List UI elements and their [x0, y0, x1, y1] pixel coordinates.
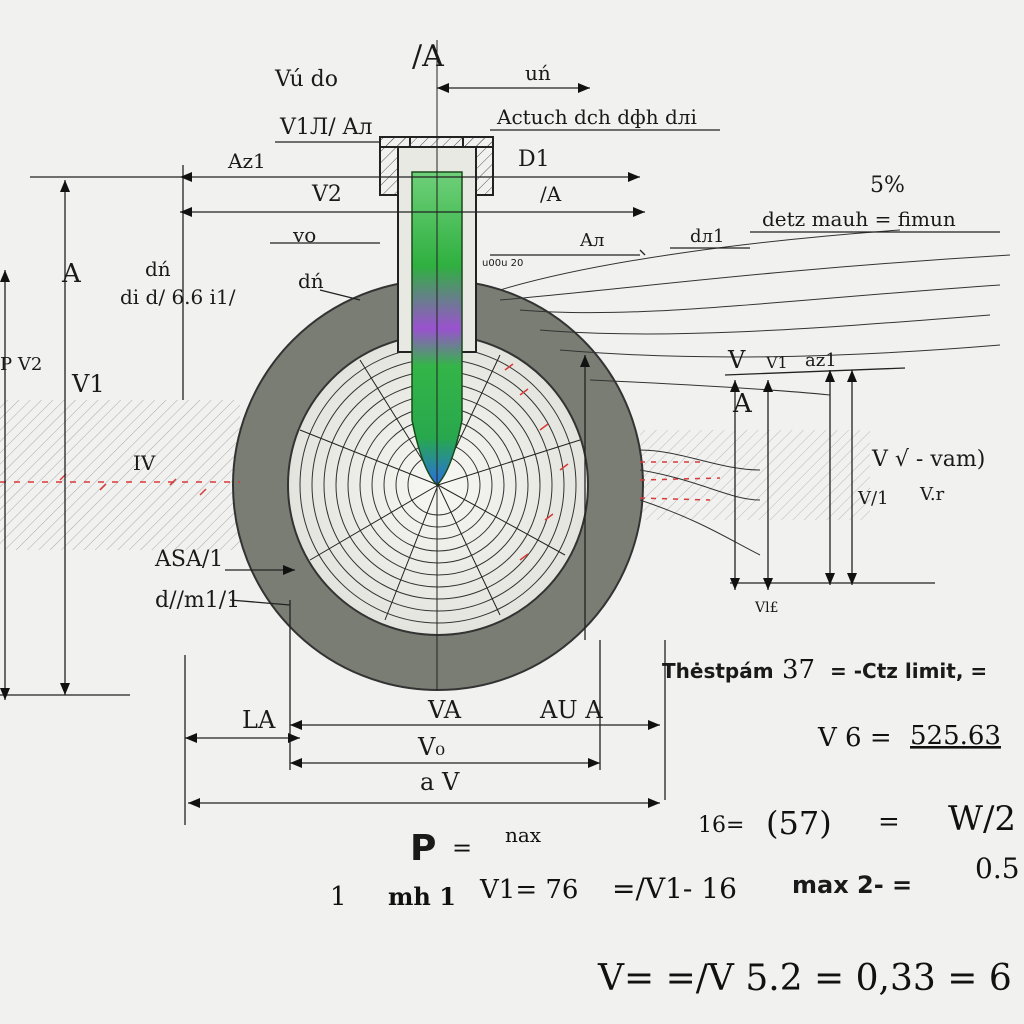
label-dml: d//m1/1 — [155, 588, 240, 613]
label-actuch: Actuch dch dфh dлi — [496, 105, 697, 129]
label-vo: vo — [292, 223, 316, 247]
right-hatch-band — [640, 430, 870, 520]
label-va: VA — [427, 696, 462, 724]
label-vu-do: Vú do — [274, 67, 338, 92]
label-five-pct: 5% — [870, 173, 905, 198]
label-di1: dл1 — [690, 226, 724, 247]
drawing-labels: /A Vú do uń V1Л/ Aл Actuch dch dфh dлi A… — [0, 39, 985, 796]
label-top-a: /A — [412, 39, 444, 74]
label-aua: AU A — [539, 696, 603, 724]
eq3-eq: = — [878, 807, 900, 837]
label-pv2: P V2 — [0, 354, 42, 375]
label-big-a: A — [61, 259, 82, 289]
eq3-right: W/2 — [948, 799, 1016, 839]
eq4-c: V1= 76 — [479, 875, 578, 905]
label-d1: D1 — [518, 147, 550, 172]
label-vl-bottom: Vl£ — [754, 600, 779, 616]
label-detz: detz mauh = fimun — [762, 207, 956, 231]
label-v1a-an: V1Л/ Aл — [279, 115, 373, 140]
eq4-e: max 2- = — [792, 871, 912, 899]
label-v-vam: V √ - vam) — [871, 447, 985, 472]
label-right-v: V — [727, 346, 746, 374]
label-right-a: A — [732, 389, 753, 419]
red-marks — [0, 363, 721, 561]
label-vi-right: V/1 — [857, 488, 889, 509]
label-am: Aл — [579, 230, 604, 251]
label-vr-right: V.r — [919, 484, 945, 505]
eq-p-equals: = — [452, 834, 472, 862]
label-dn-mid: dń — [298, 269, 324, 293]
label-asa: ASA/1 — [154, 547, 223, 572]
label-un: uń — [525, 61, 551, 85]
eq1-value: 37 — [782, 655, 815, 685]
eq2-value: 525.63 — [910, 721, 1001, 751]
eq4-a: 1 — [330, 882, 347, 912]
eq-p-max: nax — [505, 823, 542, 847]
eq5: V= =/V 5.2 = 0,33 = 6 = — [597, 958, 1024, 999]
label-dn-top: dń — [145, 257, 171, 281]
label-la: LA — [242, 706, 276, 734]
eq1-prefix: Thėstpám — [662, 659, 774, 683]
label-az1-right: az1 — [805, 350, 837, 371]
label-iv: IV — [133, 451, 156, 475]
eq1-suffix: = -Ctz limit, = — [830, 659, 987, 683]
equations-block: Thėstpám 37 = -Ctz limit, = V 6 = 525.63… — [330, 655, 1024, 999]
label-ia: /A — [540, 182, 562, 206]
label-di-d: di d/ 6.6 i1/ — [120, 285, 236, 309]
label-az1: Az1 — [227, 149, 266, 173]
arrowheads — [0, 83, 857, 808]
label-vo-small: V₀ — [417, 733, 445, 761]
eq4-b: mh 1 — [388, 882, 456, 911]
label-v1-right: V1 — [765, 353, 788, 372]
eq4-f: 0.5 — [975, 852, 1020, 885]
label-v1-left: V1 — [71, 370, 105, 398]
eq-p-symbol: P — [410, 828, 436, 869]
eq4-d: =/V1- 16 — [612, 872, 737, 905]
left-hatch-band — [0, 400, 240, 550]
label-v2: V2 — [311, 182, 342, 207]
eq3-left: 16= — [698, 813, 744, 838]
dimension-lines — [0, 87, 1000, 825]
eq3-paren: (57) — [766, 804, 832, 842]
flow-lines — [499, 229, 1011, 556]
label-av: a V — [420, 768, 460, 796]
eq2-left: V 6 = — [817, 723, 892, 753]
label-small-note: u00u 20 — [482, 258, 523, 269]
